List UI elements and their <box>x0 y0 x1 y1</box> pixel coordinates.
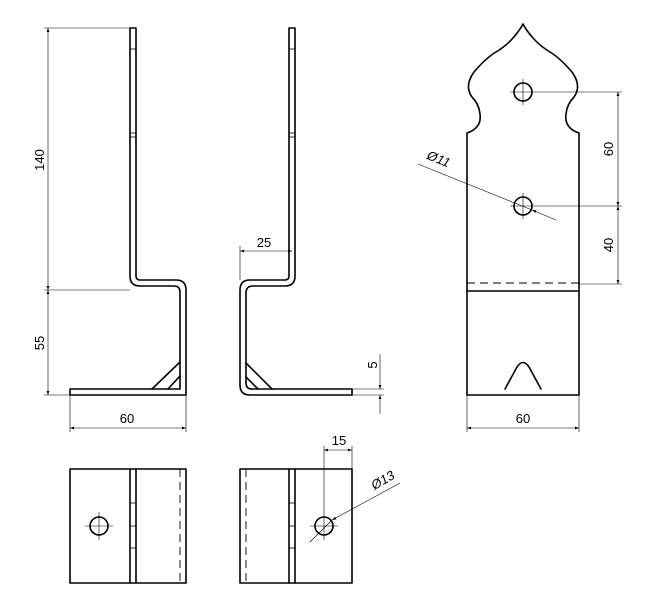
dim-label-dia-11: Ø11 <box>424 147 452 170</box>
bottom-view-left <box>69 468 187 584</box>
bottom-view-right: 15 Ø13 <box>239 433 401 584</box>
dim-label-rear-width-60: 60 <box>516 411 530 426</box>
front-gusset <box>151 361 181 390</box>
bottom-right-outline <box>239 468 353 584</box>
dim-label-55: 55 <box>32 336 47 350</box>
rear-notch <box>504 361 542 390</box>
bottom-left-outline <box>69 468 187 584</box>
dim-label-dia-13: Ø13 <box>367 467 397 493</box>
dim-label-140: 140 <box>32 149 47 171</box>
dim-label-front-60: 60 <box>120 411 134 426</box>
dim-label-5: 5 <box>365 361 380 368</box>
side-view: 25 5 <box>239 27 384 414</box>
side-gusset <box>245 362 273 390</box>
rear-view: 60 40 Ø11 60 <box>417 23 622 432</box>
dim-label-15: 15 <box>332 433 346 448</box>
rear-view-outline <box>466 23 580 396</box>
dim-label-rear-40: 40 <box>601 238 616 252</box>
dim-label-rear-60: 60 <box>601 142 616 156</box>
dim-label-25: 25 <box>257 235 271 250</box>
side-view-outline <box>239 27 353 396</box>
front-view-outline <box>69 27 187 396</box>
front-view: 140 55 60 <box>32 27 187 432</box>
